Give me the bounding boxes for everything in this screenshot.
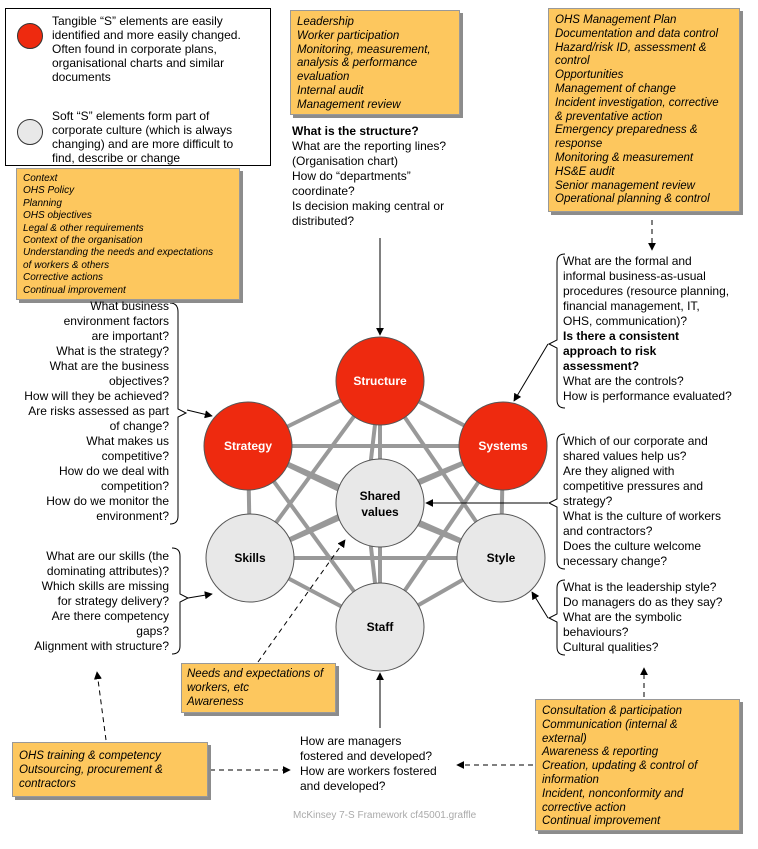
svg-text:Staff: Staff (367, 620, 395, 634)
legend-tangible-text: Tangible “S” elements are easily identif… (52, 14, 241, 84)
solid-arrows (186, 238, 549, 728)
svg-text:Strategy: Strategy (224, 439, 272, 453)
legend-box: Tangible “S” elements are easily identif… (5, 8, 271, 166)
svg-text:Style: Style (487, 551, 516, 565)
questions-staff: How are managers fostered and developed?… (300, 734, 437, 793)
svg-text:values: values (361, 505, 399, 519)
node-shared-values: Shared values (335, 458, 425, 548)
node-structure: Structure (335, 336, 425, 426)
node-staff: Staff (335, 582, 425, 672)
svg-text:Shared: Shared (360, 489, 401, 503)
questions-style: What is the leadership style? Do manager… (563, 580, 723, 654)
questions-strategy: What business environment factors are im… (24, 299, 169, 523)
note-ohs-training: OHS training & competency Outsourcing, p… (12, 742, 208, 797)
svg-text:Skills: Skills (234, 551, 266, 565)
node-style: Style (456, 513, 546, 603)
node-systems: Systems (458, 401, 548, 491)
node-skills: Skills (205, 513, 295, 603)
note-leadership: Leadership Worker participation Monitori… (290, 10, 460, 115)
dashed-arrows (93, 220, 656, 774)
svg-text:Systems: Systems (478, 439, 528, 453)
note-context: Context OHS Policy Planning OHS objectiv… (16, 168, 240, 300)
questions-systems: What are the formal and informal busines… (563, 254, 732, 403)
questions-shared-values: Which of our corporate and shared values… (563, 434, 722, 568)
legend-soft-text: Soft “S” elements form part of corporate… (52, 109, 234, 165)
note-needs-expectations: Needs and expectations of workers, etc A… (181, 663, 336, 713)
questions-structure: What is the structure? What are the repo… (292, 124, 447, 228)
node-strategy: Strategy (203, 401, 293, 491)
note-ohs-management-plan: OHS Management Plan Documentation and da… (548, 8, 740, 212)
soft-dot-icon (17, 119, 43, 145)
note-consultation: Consultation & participation Communicati… (535, 699, 740, 831)
file-caption: McKinsey 7-S Framework cf45001.graffle (293, 810, 477, 821)
questions-skills: What are our skills (the dominating attr… (34, 549, 169, 653)
tangible-dot-icon (17, 23, 43, 49)
svg-text:Structure: Structure (353, 374, 407, 388)
